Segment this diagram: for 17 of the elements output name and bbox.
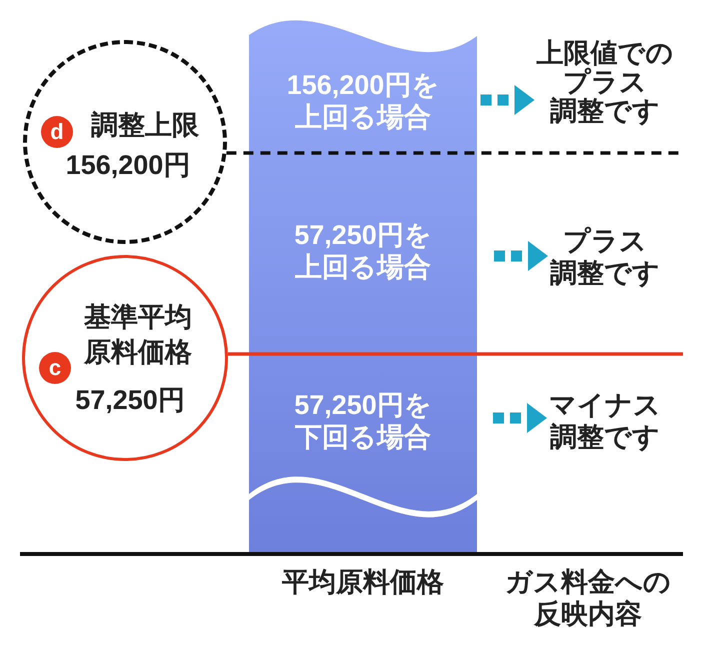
result-text: マイナス調整です	[549, 389, 661, 453]
result-text: プラス調整です	[550, 225, 660, 289]
column-heading: 平均原料価格	[282, 566, 444, 598]
threshold-line	[228, 352, 683, 356]
circle-title: 調整上限	[91, 109, 199, 141]
condition-text: 57,250円を下回る場合	[294, 389, 432, 453]
condition-text: 156,200円を上回る場合	[286, 69, 440, 133]
price-value: 57,250円	[75, 384, 185, 416]
letter-badge: d	[41, 116, 73, 148]
reference-price-circle	[22, 255, 228, 461]
column-heading: ガス料金への反映内容	[505, 566, 671, 630]
circle-title: 基準平均原料価格	[84, 301, 192, 369]
price-value: 156,200円	[66, 149, 190, 181]
upper-limit-circle	[23, 40, 227, 244]
condition-text: 57,250円を上回る場合	[294, 219, 432, 283]
letter-badge: c	[39, 352, 71, 384]
result-text: 上限値でのプラス調整です	[536, 39, 674, 126]
